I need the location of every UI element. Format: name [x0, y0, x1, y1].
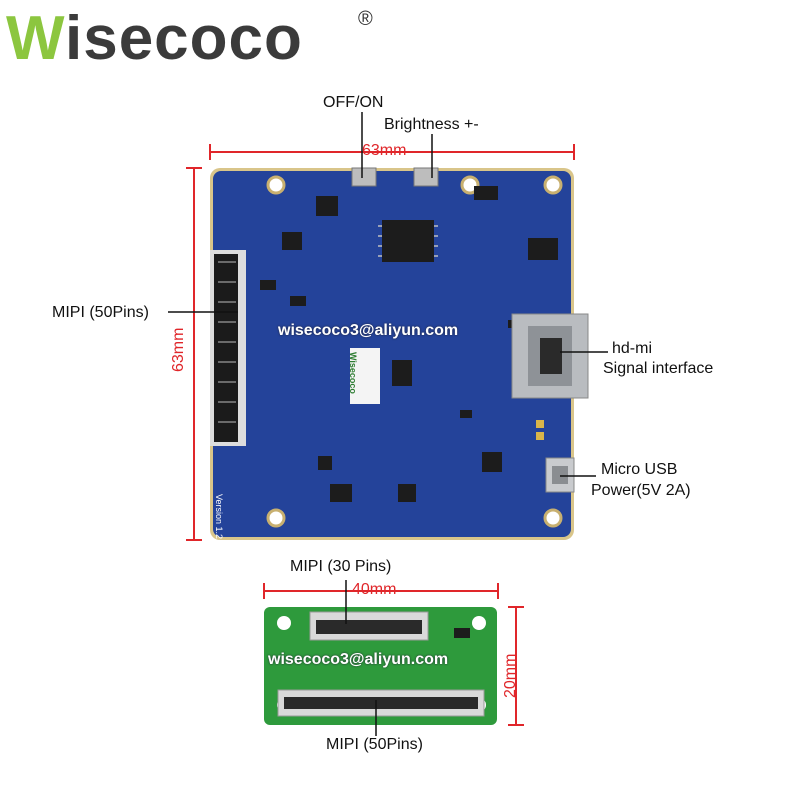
logo-letter-w: W [6, 4, 65, 73]
adapter-board [264, 607, 497, 725]
adapter-height-dimension: 20mm [502, 653, 519, 698]
registered-mark: ® [358, 8, 373, 30]
main-height-dimension: 63mm [170, 327, 187, 372]
mipi-50-bottom-label: MIPI (50Pins) [326, 736, 423, 753]
usb-label-line2: Power(5V 2A) [591, 482, 691, 499]
main-watermark: wisecoco3@aliyun.com [278, 322, 459, 339]
adapter-width-dimension: 40mm [352, 581, 397, 598]
off-on-label: OFF/ON [323, 94, 384, 111]
usb-label-line1: Micro USB [601, 461, 678, 478]
board-sticker-text: Wisecoco [348, 352, 358, 394]
logo-text: isecoco [64, 4, 303, 73]
brand-logo: Wisecoco [6, 8, 303, 70]
dimension-lines [186, 144, 575, 726]
main-board [210, 167, 589, 540]
main-width-dimension: 63mm [362, 142, 407, 159]
mipi-30-label: MIPI (30 Pins) [290, 558, 392, 575]
adapter-watermark: wisecoco3@aliyun.com [268, 651, 449, 668]
brightness-label: Brightness +- [384, 116, 479, 133]
hdmi-label-line2: Signal interface [603, 360, 714, 377]
pointer-lines [168, 112, 608, 736]
hdmi-label-line1: hd-mi [612, 340, 653, 357]
board-version-text: Version 1.2 [214, 494, 224, 540]
mipi-50-left-label: MIPI (50Pins) [52, 304, 149, 321]
